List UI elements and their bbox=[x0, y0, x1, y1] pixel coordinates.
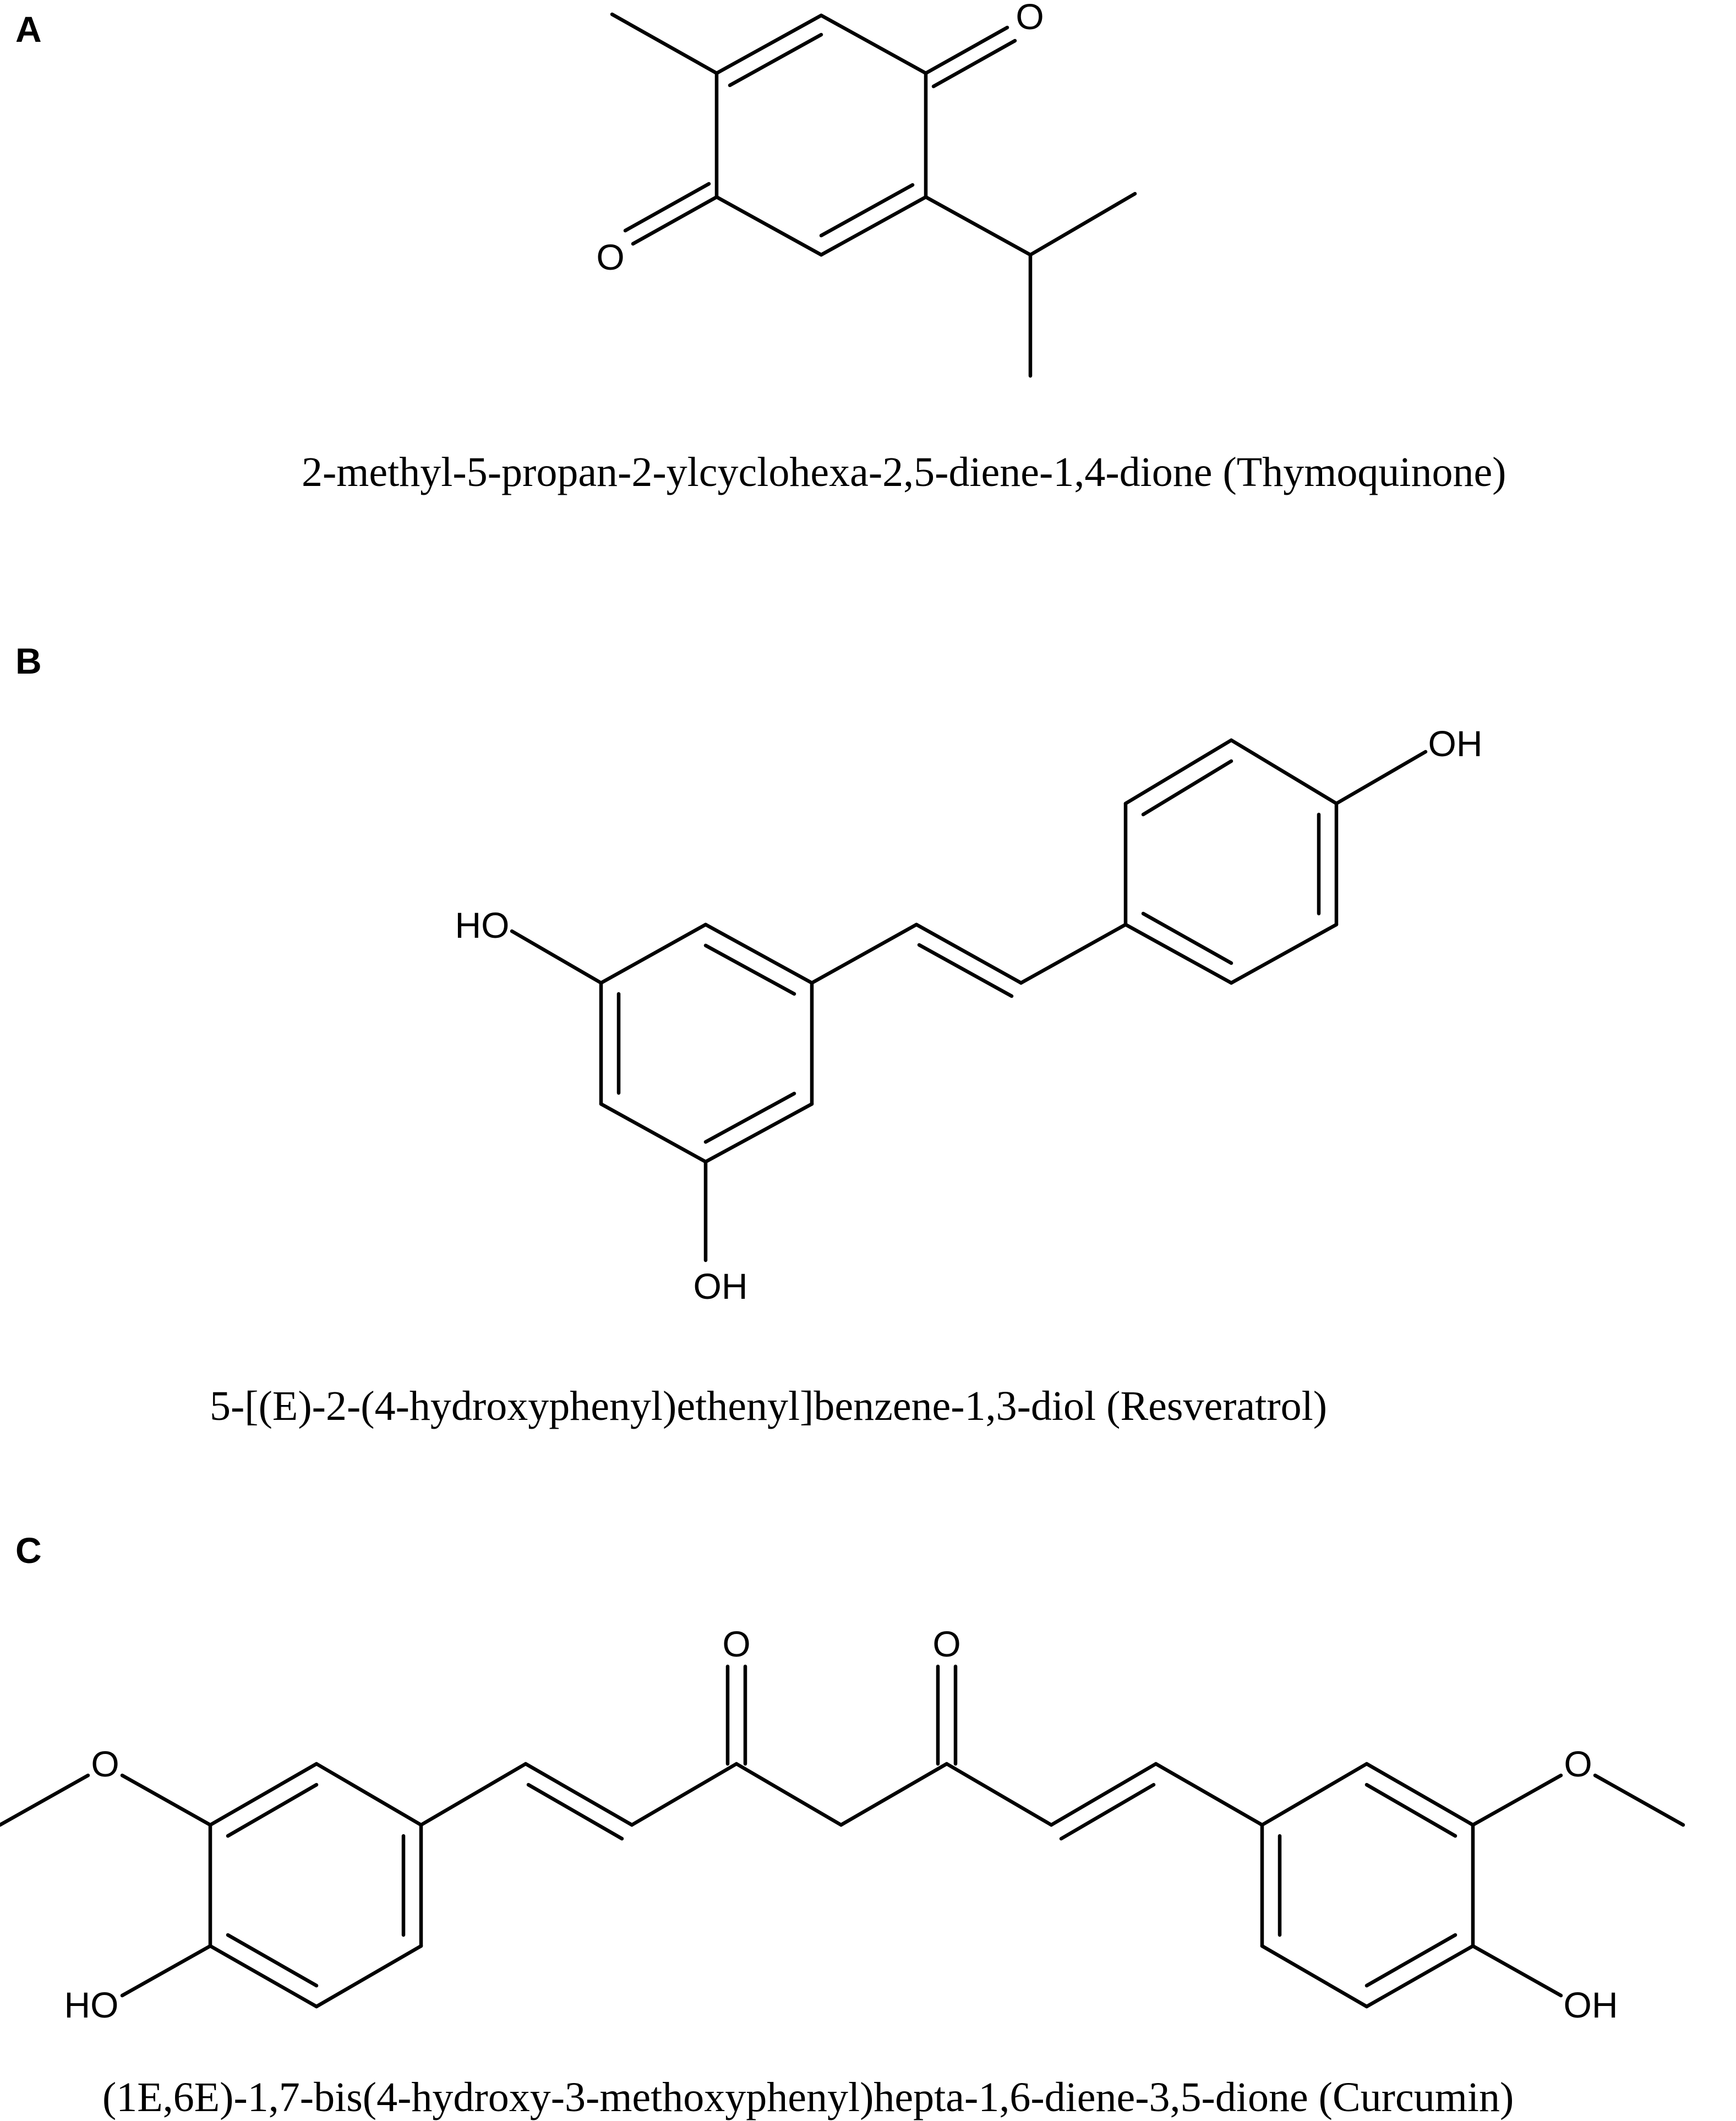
bond bbox=[526, 1783, 624, 1841]
bond bbox=[208, 1944, 319, 2009]
bond bbox=[610, 12, 719, 75]
panel-c-letter: C bbox=[15, 1530, 42, 1571]
oxygen-atom-label: O bbox=[596, 237, 624, 277]
bond bbox=[810, 922, 919, 985]
bond bbox=[1471, 1773, 1563, 1827]
thymoquinone-structure: O O bbox=[596, 0, 1137, 378]
resveratrol-structure: OH HO OH bbox=[455, 723, 1483, 1307]
bond bbox=[703, 1091, 796, 1144]
panel-a-letter: A bbox=[15, 9, 42, 50]
bond bbox=[714, 195, 823, 257]
hydroxyl-label: HO bbox=[64, 1985, 119, 2025]
hydroxyl-label: HO bbox=[455, 905, 510, 945]
bond bbox=[120, 1944, 212, 1998]
hydroxyl-label: OH bbox=[694, 1266, 748, 1307]
bond bbox=[599, 922, 708, 985]
panel-b: B bbox=[15, 641, 1483, 1429]
bond bbox=[1059, 1783, 1156, 1841]
bond bbox=[819, 13, 928, 75]
oxygen-atom-label: O bbox=[722, 1623, 750, 1664]
bond bbox=[1028, 192, 1137, 257]
bond bbox=[703, 1102, 814, 1164]
bond bbox=[734, 1762, 843, 1827]
bond bbox=[945, 1762, 1053, 1827]
bond bbox=[1364, 1762, 1475, 1827]
panel-b-letter: B bbox=[15, 641, 42, 681]
bond bbox=[714, 13, 823, 75]
bond bbox=[623, 182, 711, 233]
bond bbox=[1364, 1944, 1475, 2009]
oxygen-atom-label: O bbox=[1564, 1743, 1592, 1784]
bond bbox=[208, 1762, 319, 1827]
bond bbox=[226, 1933, 319, 1988]
bond bbox=[314, 1944, 423, 2009]
bond bbox=[1471, 1944, 1563, 1998]
bond bbox=[120, 1773, 212, 1827]
hydroxyl-label: OH bbox=[1564, 1985, 1618, 2025]
bond bbox=[924, 195, 1033, 257]
bond bbox=[819, 195, 928, 257]
bond bbox=[1260, 1762, 1369, 1827]
bond bbox=[728, 32, 823, 88]
bond bbox=[599, 1102, 708, 1164]
panel-a: A O O 2-methyl-5-p bbox=[15, 0, 1506, 495]
bond bbox=[1229, 738, 1339, 806]
curcumin-structure: O O O O HO OH bbox=[0, 1623, 1685, 2025]
bond bbox=[510, 929, 603, 985]
bond bbox=[1154, 1762, 1264, 1827]
bond bbox=[630, 1762, 739, 1827]
bond bbox=[523, 1762, 634, 1827]
bond bbox=[1364, 1933, 1457, 1988]
bond bbox=[819, 183, 915, 238]
bond bbox=[226, 1783, 319, 1838]
bond bbox=[1364, 1783, 1457, 1838]
bond bbox=[631, 195, 719, 246]
bond bbox=[703, 943, 796, 996]
oxygen-atom-label: O bbox=[91, 1743, 119, 1784]
panel-c: C bbox=[0, 1530, 1685, 2120]
panel-c-caption: (1E,6E)-1,7-bis(4-hydroxy-3-methoxypheny… bbox=[102, 2074, 1514, 2120]
panel-a-caption: 2-methyl-5-propan-2-ylcyclohexa-2,5-dien… bbox=[302, 449, 1506, 495]
oxygen-atom-label: O bbox=[932, 1623, 960, 1664]
bond bbox=[1123, 922, 1233, 985]
panel-b-caption: 5-[(E)-2-(4-hydroxyphenyl)ethenyl]benzen… bbox=[210, 1383, 1327, 1429]
bond bbox=[1049, 1762, 1158, 1827]
bond bbox=[914, 922, 1023, 985]
bond bbox=[917, 943, 1014, 998]
bond bbox=[931, 39, 1017, 89]
bond bbox=[1141, 911, 1233, 965]
bond bbox=[419, 1762, 528, 1827]
bond bbox=[1123, 738, 1233, 806]
bond bbox=[1334, 750, 1428, 806]
bond bbox=[703, 922, 814, 985]
bond bbox=[839, 1762, 949, 1827]
bond bbox=[1019, 922, 1128, 985]
bond bbox=[1229, 922, 1339, 985]
bond bbox=[314, 1762, 423, 1827]
bond bbox=[1141, 759, 1233, 817]
bond bbox=[1260, 1944, 1369, 2009]
bond bbox=[1593, 1773, 1685, 1827]
bond bbox=[924, 25, 1009, 75]
oxygen-atom-label: O bbox=[1016, 0, 1044, 37]
bond bbox=[0, 1773, 90, 1827]
hydroxyl-label: OH bbox=[1428, 723, 1483, 764]
